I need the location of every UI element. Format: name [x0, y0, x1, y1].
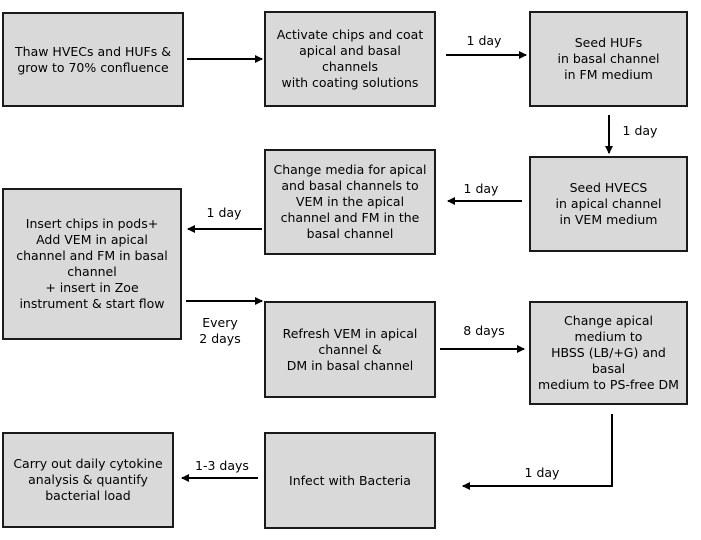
label-activate-to-seed-hufs: 1 day	[466, 33, 502, 48]
label-insert-to-refresh: Every 2 days	[199, 315, 241, 346]
step-refresh-vem: Refresh VEM in apical channel & DM in ba…	[264, 301, 436, 398]
step-change-apical-text: Change apical medium to HBSS (LB/+G) and…	[538, 313, 679, 392]
step-thaw-text: Thaw HVECs and HUFs & grow to 70% conflu…	[15, 43, 171, 75]
step-infect: Infect with Bacteria	[264, 432, 436, 529]
step-infect-text: Infect with Bacteria	[289, 472, 411, 488]
step-seed-hvecs-text: Seed HVECS in apical channel in VEM medi…	[555, 180, 662, 227]
step-change-apical: Change apical medium to HBSS (LB/+G) and…	[529, 301, 688, 405]
label-change-apical-to-infect: 1 day	[524, 465, 560, 480]
step-activate-chips-text: Activate chips and coat apical and basal…	[276, 27, 424, 90]
label-change-media-to-insert: 1 day	[206, 205, 242, 220]
step-change-media-text: Change media for apical and basal channe…	[273, 162, 427, 241]
label-infect-to-cytokine: 1-3 days	[195, 458, 249, 473]
step-activate-chips: Activate chips and coat apical and basal…	[264, 11, 436, 107]
step-insert-chips: Insert chips in pods+ Add VEM in apical …	[2, 188, 182, 340]
step-seed-hufs-text: Seed HUFs in basal channel in FM medium	[557, 35, 660, 82]
label-refresh-to-change-apical: 8 days	[463, 323, 505, 338]
label-seed-hufs-to-seed-hvecs: 1 day	[622, 123, 658, 138]
label-seed-hvecs-to-change-media: 1 day	[463, 181, 499, 196]
step-cytokine-analysis-text: Carry out daily cytokine analysis & quan…	[13, 456, 163, 503]
arrow-change-apical-to-infect	[462, 414, 613, 490]
step-seed-hufs: Seed HUFs in basal channel in FM medium	[529, 11, 688, 107]
step-thaw: Thaw HVECs and HUFs & grow to 70% conflu…	[2, 12, 184, 107]
step-change-media: Change media for apical and basal channe…	[264, 149, 436, 255]
step-cytokine-analysis: Carry out daily cytokine analysis & quan…	[2, 432, 174, 528]
step-insert-chips-text: Insert chips in pods+ Add VEM in apical …	[16, 216, 168, 311]
step-refresh-vem-text: Refresh VEM in apical channel & DM in ba…	[282, 325, 418, 373]
step-seed-hvecs: Seed HVECS in apical channel in VEM medi…	[529, 156, 688, 252]
